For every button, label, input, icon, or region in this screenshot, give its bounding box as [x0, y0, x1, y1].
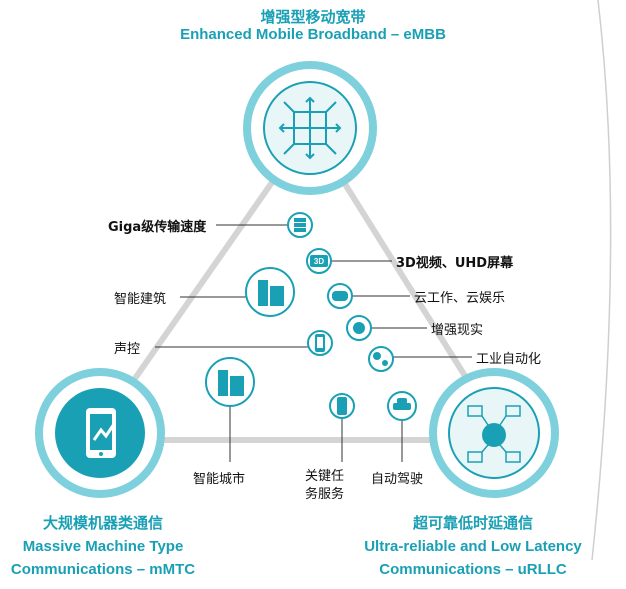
urllc-title-en-1: Ultra-reliable and Low Latency — [364, 538, 582, 555]
label-smart-city: 智能城市 — [193, 472, 246, 487]
connector-lines — [155, 224, 472, 462]
urllc-title-en-2: Communications – uRLLC — [379, 561, 567, 578]
embb-title-en: Enhanced Mobile Broadband – eMBB — [180, 26, 446, 43]
smart-building-icon — [245, 267, 295, 317]
mmtc-title: 大规模机器类通信 Massive Machine Type Communicat… — [8, 512, 198, 581]
gamepad-icon — [327, 283, 353, 309]
database-icon — [287, 212, 313, 238]
smart-city-icon — [205, 357, 255, 407]
label-voice: 声控 — [114, 342, 141, 357]
label-industry: 工业自动化 — [476, 352, 542, 367]
mission-critical-icon — [329, 393, 355, 419]
phone-icon — [307, 330, 333, 356]
label-mission-critical: 关键任 务服务 — [305, 468, 344, 504]
mmtc-title-en-1: Massive Machine Type — [22, 538, 184, 555]
urllc-title: 超可靠低时延通信 Ultra-reliable and Low Latency … — [348, 512, 598, 581]
mmtc-tablet-icon — [35, 368, 165, 498]
label-mission-critical-line2: 务服务 — [305, 487, 345, 502]
car-icon — [387, 391, 417, 421]
3d-icon-text: 3D — [314, 257, 324, 266]
triangle-frame — [89, 125, 508, 443]
label-mission-critical-line1: 关键任 — [305, 469, 345, 484]
label-ar: 增强现实 — [431, 323, 484, 338]
mmtc-title-cn: 大规模机器类通信 — [42, 514, 163, 532]
label-smart-building: 智能建筑 — [114, 292, 167, 307]
mmtc-title-en-2: Communications – mMTC — [10, 561, 196, 578]
label-self-driving: 自动驾驶 — [371, 472, 424, 487]
urllc-globe-icon — [429, 368, 559, 498]
label-giga-speed: Giga级传输速度 — [108, 220, 207, 235]
embb-network-icon — [243, 61, 377, 195]
page-edge-decoration — [591, 0, 612, 561]
3d-video-icon — [306, 248, 332, 274]
urllc-title-cn: 超可靠低时延通信 — [412, 514, 533, 532]
embb-title-cn: 增强型移动宽带 — [260, 8, 366, 26]
ar-globe-icon — [346, 315, 372, 341]
label-3d-video: 3D视频、UHD屏幕 — [396, 256, 514, 271]
label-cloud: 云工作、云娱乐 — [414, 291, 506, 306]
gears-icon — [368, 346, 394, 372]
